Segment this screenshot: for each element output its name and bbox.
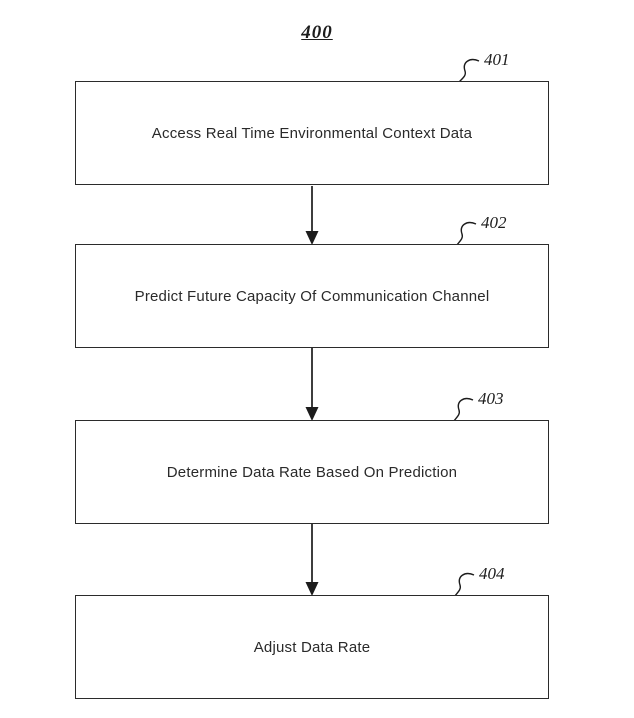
flow-step-box-403: Determine Data Rate Based On Prediction [75,420,549,524]
flow-step-box-402: Predict Future Capacity Of Communication… [75,244,549,348]
flow-step-label: Adjust Data Rate [253,638,371,656]
flow-step-label: Predict Future Capacity Of Communication… [134,287,490,305]
ref-numeral-403: 403 [478,389,504,408]
flow-arrow [305,186,319,245]
leader-line [453,572,475,598]
flow-step-label: Determine Data Rate Based On Prediction [166,463,458,481]
flow-step-box-404: Adjust Data Rate [75,595,549,699]
flow-step-box-401: Access Real Time Environmental Context D… [75,81,549,185]
leader-line [455,221,477,247]
leader-line [452,397,474,423]
leader-line [458,58,480,83]
flow-arrow [305,523,319,596]
flow-arrow [305,348,319,421]
ref-numeral-401: 401 [484,50,510,69]
figure-number: 400 [301,22,333,43]
ref-numeral-404: 404 [479,564,505,583]
ref-numeral-402: 402 [481,213,507,232]
flow-step-label: Access Real Time Environmental Context D… [151,124,473,142]
